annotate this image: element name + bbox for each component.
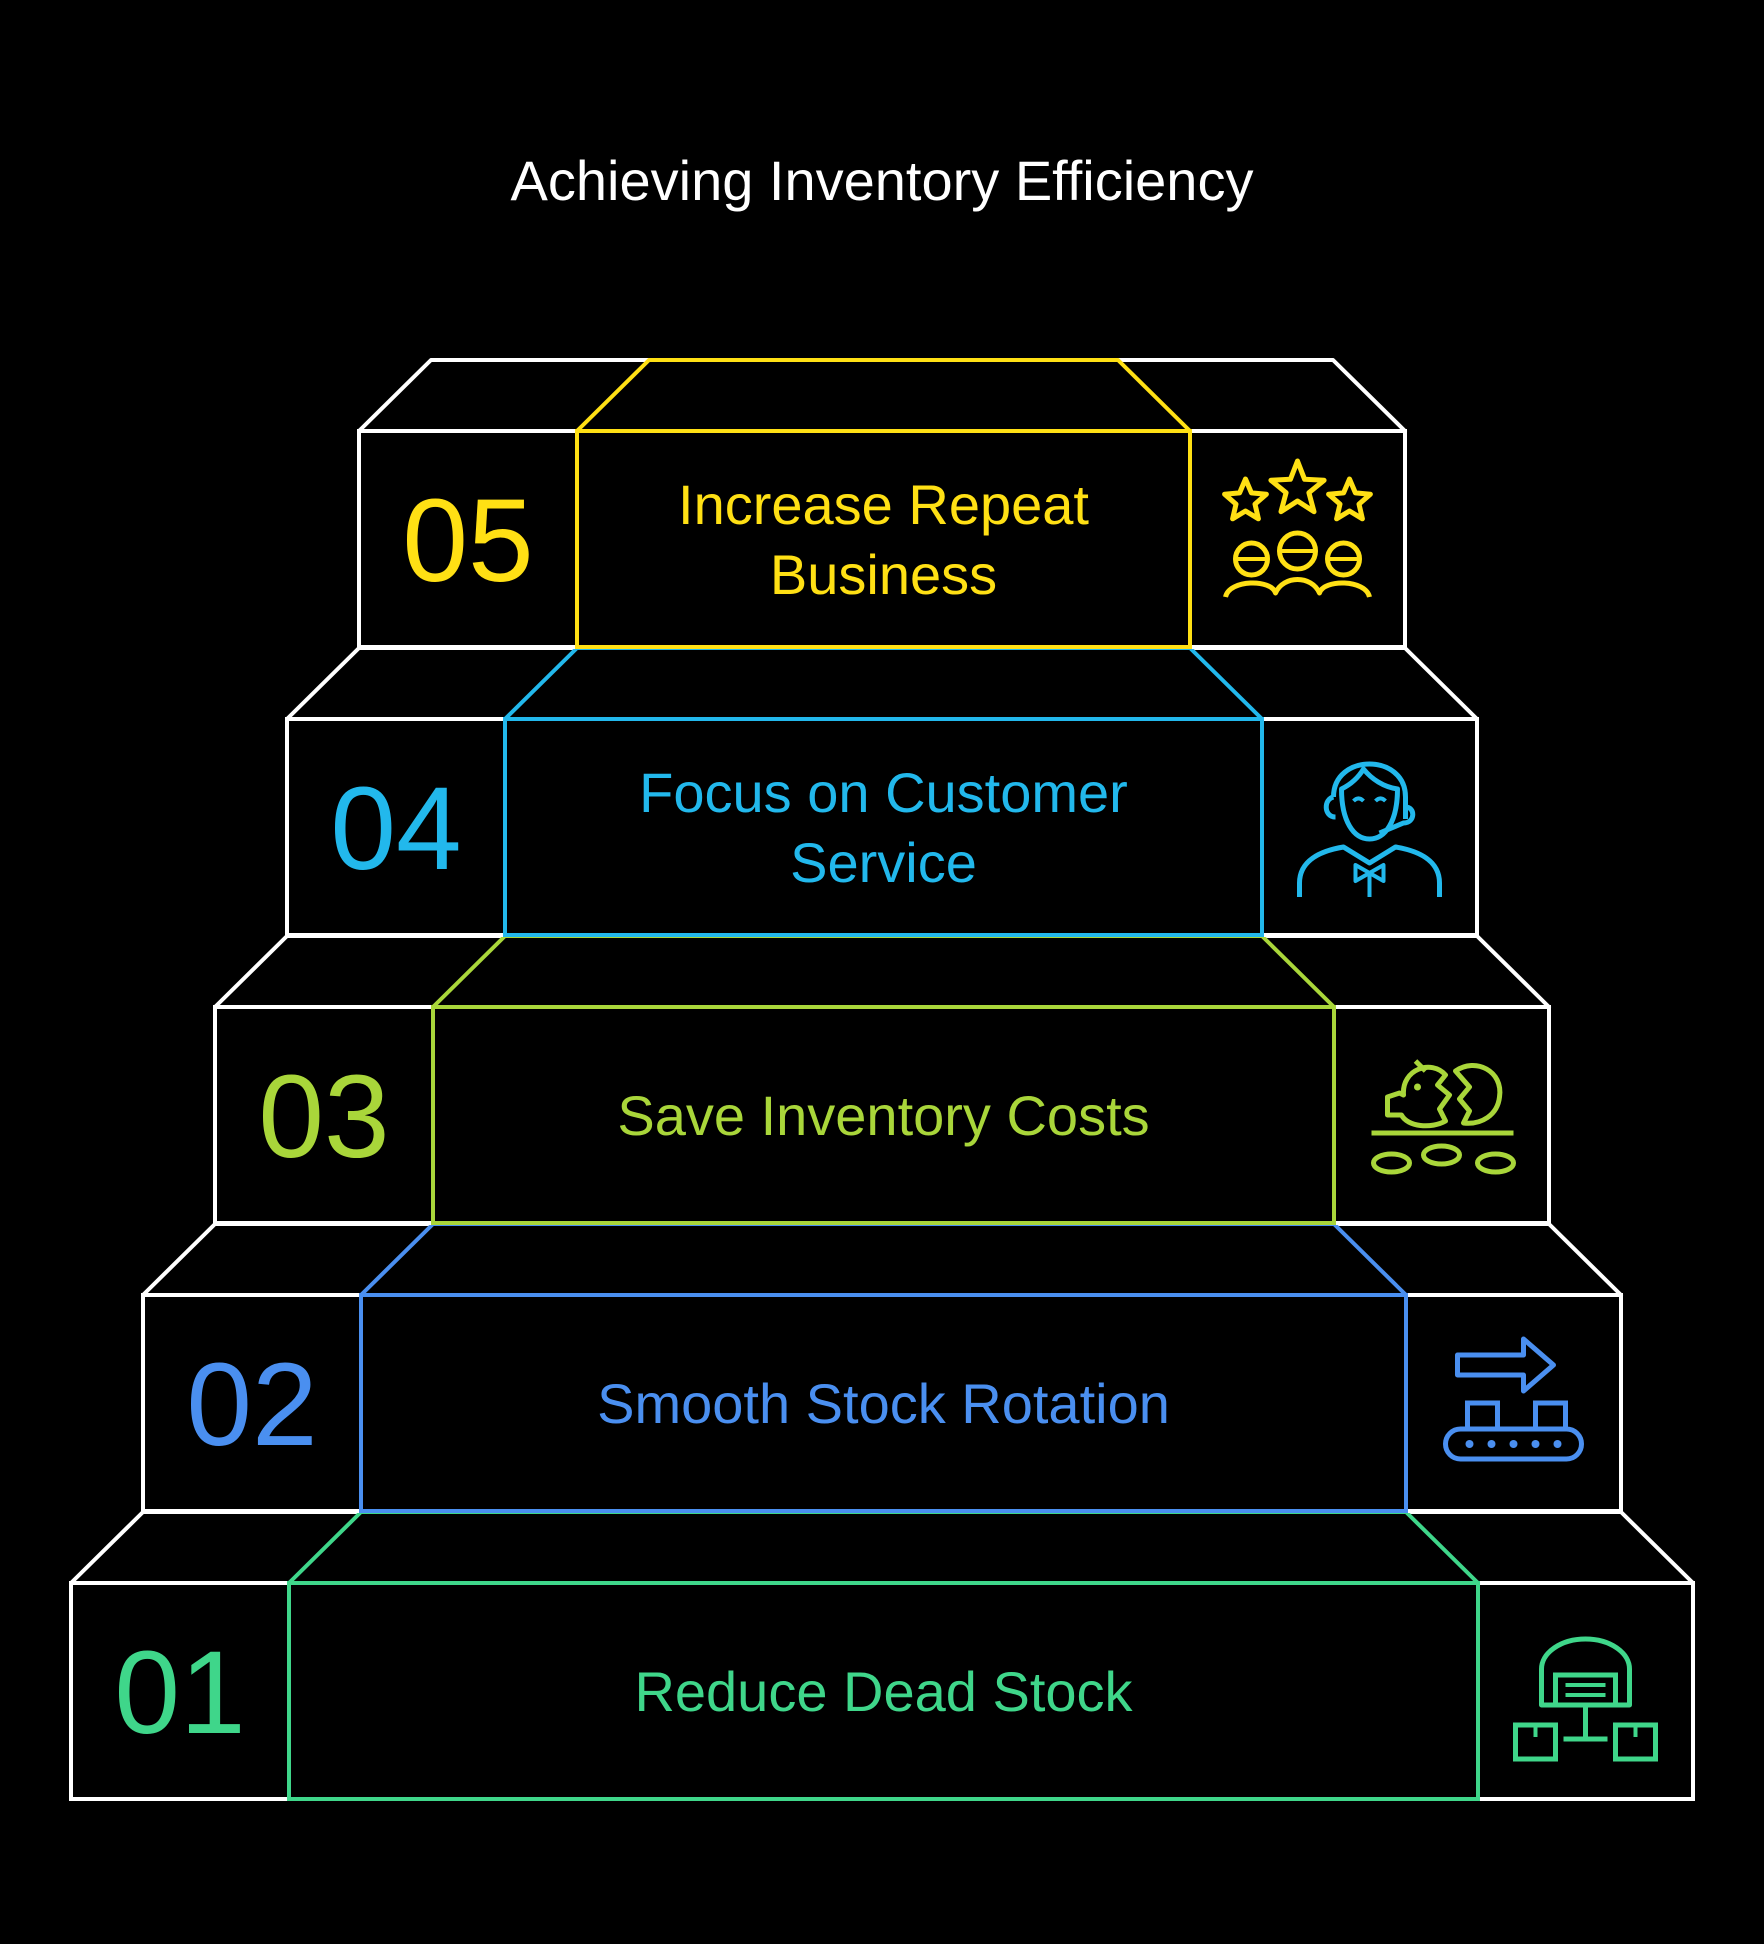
- conveyor-belt-icon: [1443, 1336, 1584, 1462]
- step-03: 03 Save Inventory Costs: [213, 934, 1551, 1225]
- step-inner-top-face: [287, 1510, 1480, 1585]
- step-label: Reduce Dead Stock: [634, 1660, 1133, 1723]
- step-inner-top-face: [431, 934, 1336, 1009]
- step-label: Business: [770, 543, 997, 606]
- step-inner-top-face: [359, 1222, 1408, 1297]
- step-number: 04: [330, 763, 461, 895]
- warehouse-distribution-icon: [1513, 1636, 1658, 1762]
- step-02: 02 Smooth Stock Rotation: [141, 1222, 1623, 1513]
- step-01: 01 Reduce Dead Stock: [69, 1510, 1695, 1801]
- step-label-panel: [287, 1581, 1480, 1801]
- step-label-panel: [503, 717, 1264, 937]
- step-label: Smooth Stock Rotation: [597, 1372, 1170, 1435]
- step-label-panel: [575, 429, 1192, 649]
- step-label: Save Inventory Costs: [617, 1084, 1149, 1147]
- step-label: Service: [790, 831, 977, 894]
- step-number: 02: [186, 1339, 317, 1471]
- step-number: 01: [114, 1627, 245, 1759]
- step-inner-top-face: [575, 358, 1192, 433]
- step-number: 05: [402, 475, 533, 607]
- step-number: 03: [258, 1051, 389, 1183]
- customer-service-agent-icon: [1297, 761, 1442, 897]
- diagram-title: Achieving Inventory Efficiency: [511, 149, 1254, 212]
- step-label-panel: [359, 1293, 1408, 1513]
- step-label-panel: [431, 1005, 1336, 1225]
- broken-piggy-bank-icon: [1371, 1059, 1516, 1175]
- customer-rating-stars-icon: [1222, 458, 1373, 599]
- steps-layer: 01 Reduce Dead Stock 02 Smooth Stock Rotati…: [69, 358, 1695, 1801]
- step-label: Increase Repeat: [678, 473, 1089, 536]
- step-inner-top-face: [503, 646, 1264, 721]
- step-label: Focus on Customer: [639, 761, 1128, 824]
